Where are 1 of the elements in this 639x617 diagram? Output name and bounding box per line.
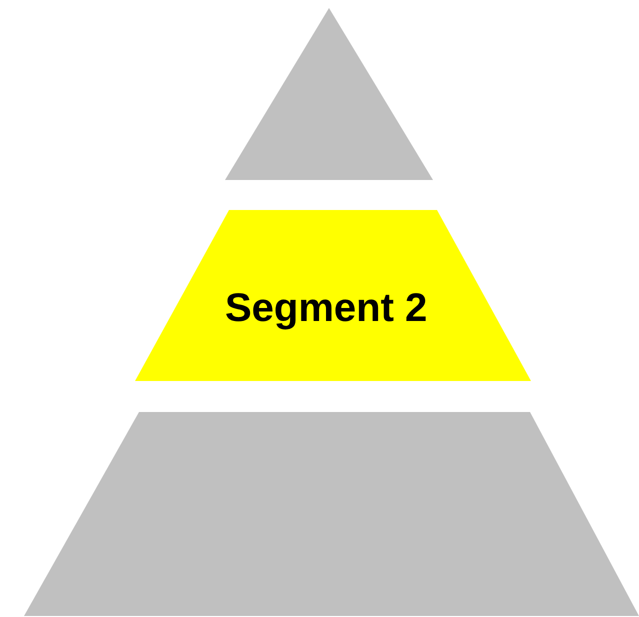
segment-label: Segment 2 — [225, 288, 428, 328]
